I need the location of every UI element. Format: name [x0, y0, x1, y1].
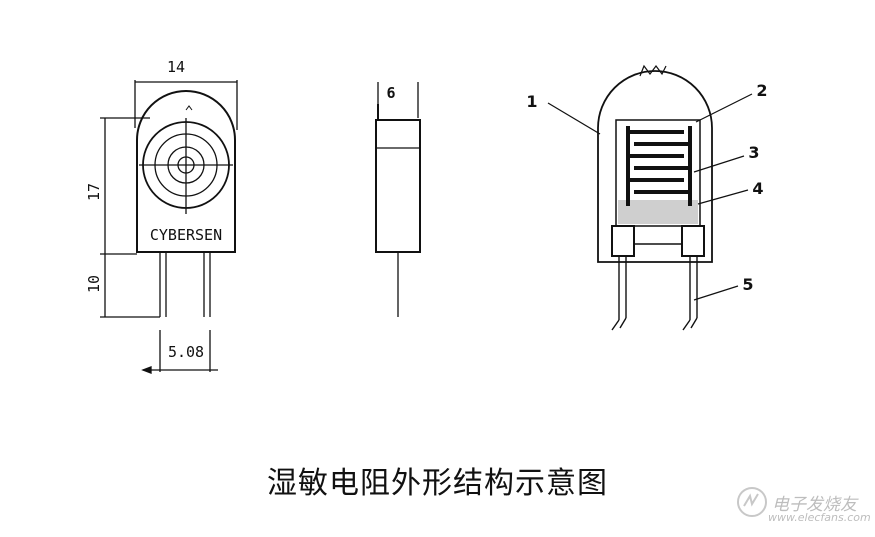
width-dimension-label: 14 — [167, 58, 185, 76]
electrode-comb — [626, 126, 692, 206]
lead-right-bend — [682, 319, 691, 331]
side-body-outline — [375, 119, 421, 253]
brand-label: CYBERSEN — [150, 226, 222, 244]
thickness-dimension-label: 6 — [386, 84, 395, 102]
callout-5: 5 — [742, 275, 753, 294]
lead-dimension-label: 10 — [85, 275, 103, 293]
terminal-left — [611, 225, 635, 257]
callout-2: 2 — [756, 81, 767, 100]
top-vent — [639, 64, 667, 77]
lead-right-bend-inner — [690, 317, 698, 329]
callout-3: 3 — [748, 143, 759, 162]
pitch-arrow — [141, 366, 152, 374]
height-dimension-label: 17 — [85, 183, 103, 201]
callout-1: 1 — [526, 92, 537, 111]
lead-left-bend — [611, 319, 620, 331]
pitch-dimension-label: 5.08 — [168, 343, 204, 361]
sensor-body-outline — [136, 90, 236, 253]
front-view — [100, 80, 238, 374]
housing-outline — [597, 70, 713, 263]
leader-3 — [693, 155, 745, 173]
watermark-logo-icon — [737, 487, 767, 517]
top-nub — [185, 105, 193, 111]
substrate — [615, 119, 701, 227]
watermark-url: www.elecfans.com — [768, 511, 871, 524]
figure-caption: 湿敏电阻外形结构示意图 — [267, 466, 608, 501]
leader-4 — [697, 189, 749, 205]
section-view — [547, 64, 753, 331]
watermark-text: 电子发烧友 — [772, 495, 857, 515]
substrate-coating — [618, 200, 698, 224]
callout-4: 4 — [752, 179, 763, 198]
side-view — [375, 82, 421, 317]
terminal-right — [681, 225, 705, 257]
leader-5 — [693, 285, 739, 301]
leader-1 — [547, 102, 601, 135]
lead-left-bend-inner — [619, 317, 627, 329]
leader-2 — [695, 93, 753, 123]
